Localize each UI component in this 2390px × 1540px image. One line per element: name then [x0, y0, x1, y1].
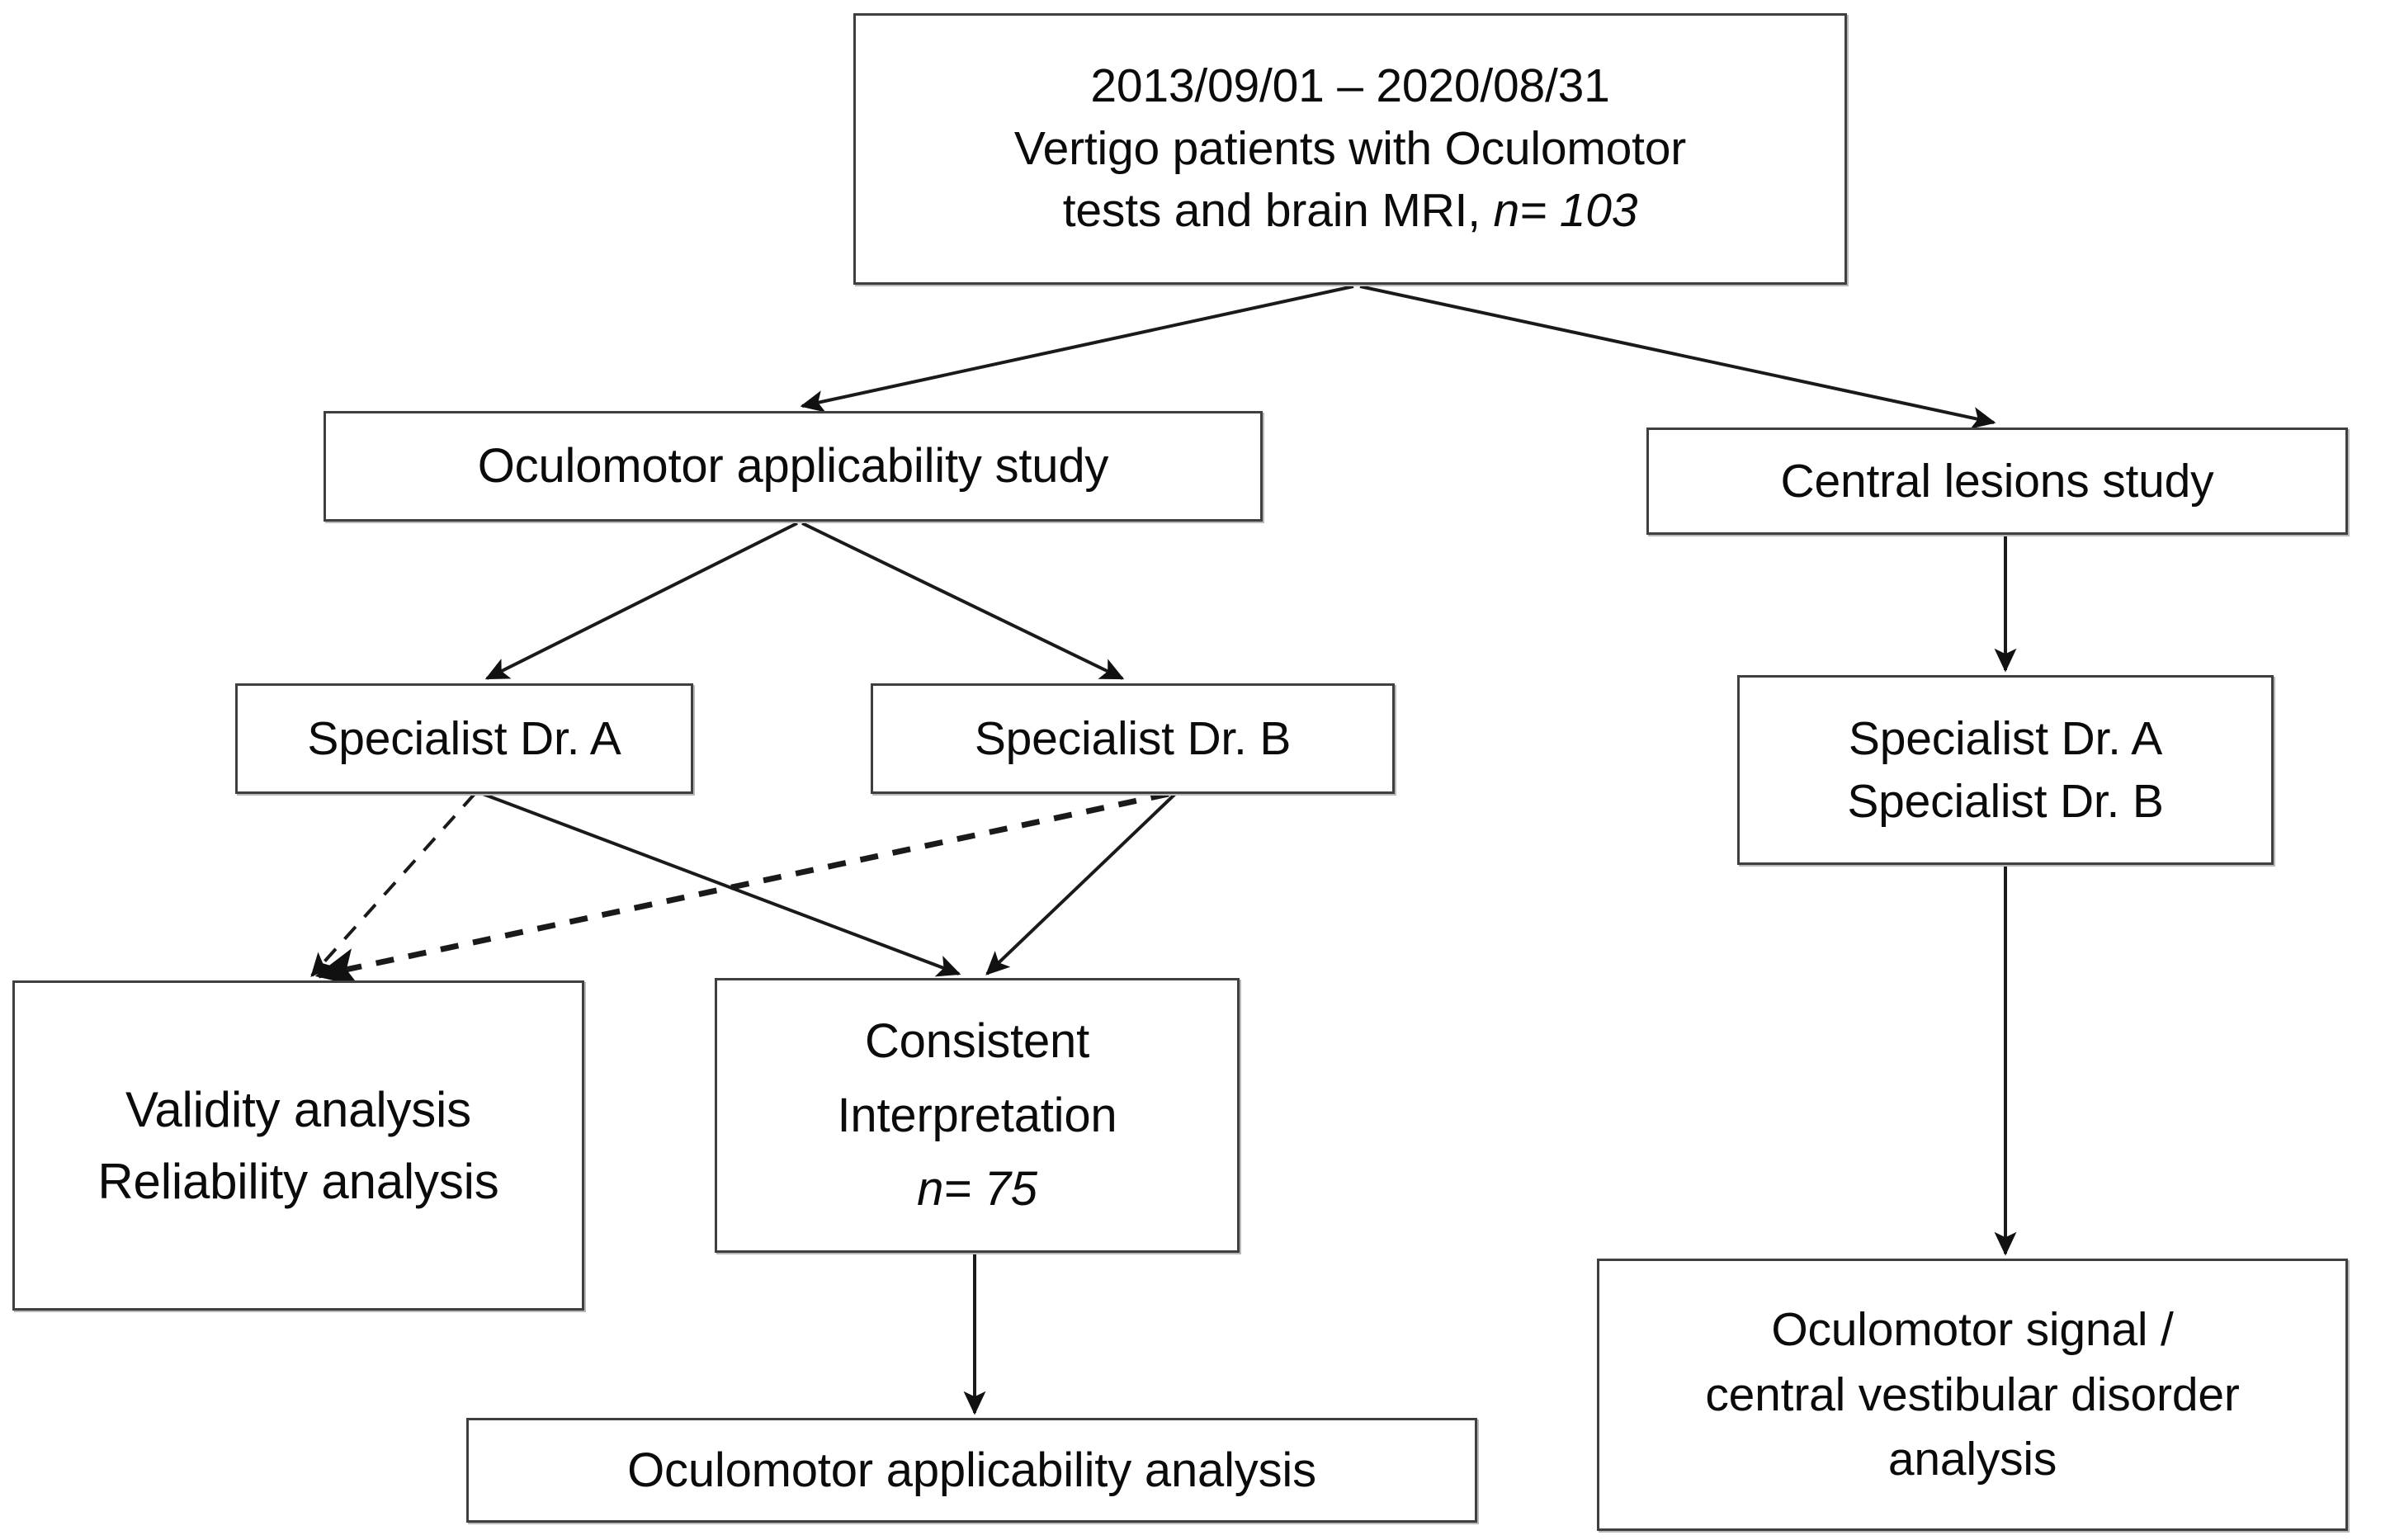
node-oculomotor-applicability-study[interactable]: Oculomotor applicability study	[324, 411, 1263, 522]
node-specialists-right[interactable]: Specialist Dr. A Specialist Dr. B	[1737, 675, 2274, 865]
edge-specialist-b-to-validity	[314, 791, 1169, 987]
cohort-line-1: 2013/09/01 – 2020/08/31	[1090, 59, 1610, 112]
consistent-line-2: Interpretation	[837, 1088, 1117, 1142]
edge-cohort-to-central-study	[1359, 285, 1996, 429]
validity-line-1: Validity analysis	[125, 1082, 471, 1137]
cohort-line-2: Vertigo patients with Oculomotor	[1013, 121, 1687, 175]
cohort-line-3-plain: tests and brain MRI,	[1062, 184, 1494, 238]
specialists-right-line-2: Specialist Dr. B	[1847, 775, 2164, 828]
node-specialist-dr-a-left[interactable]: Specialist Dr. A	[235, 683, 693, 794]
oculomotor-study-label: Oculomotor applicability study	[477, 439, 1109, 494]
validity-line-2: Reliability analysis	[97, 1154, 499, 1209]
signal-analysis-line-1: Oculomotor signal /	[1771, 1303, 2174, 1357]
edge-oculomotor-study-to-specialist-b	[801, 522, 1125, 680]
edge-cohort-to-oculomotor-study	[800, 285, 1354, 413]
node-central-lesions-study[interactable]: Central lesions study	[1646, 428, 2348, 535]
node-signal-vestibular-analysis[interactable]: Oculomotor signal / central vestibular di…	[1597, 1259, 2348, 1531]
consistent-line-1: Consistent	[864, 1013, 1090, 1068]
specialist-a-left-label: Specialist Dr. A	[307, 711, 621, 765]
cohort-line-3-n: n= 103	[1493, 184, 1638, 238]
specialist-b-left-label: Specialist Dr. B	[974, 711, 1292, 765]
edge-specialist-a-to-validity	[310, 792, 476, 977]
specialists-right-text: Specialist Dr. A Specialist Dr. B	[1740, 707, 2271, 834]
signal-analysis-text: Oculomotor signal / central vestibular di…	[1599, 1297, 2345, 1492]
node-specialist-dr-b-left[interactable]: Specialist Dr. B	[871, 683, 1395, 794]
node-oculomotor-applicability-analysis[interactable]: Oculomotor applicability analysis	[466, 1418, 1477, 1523]
oculomotor-analysis-label: Oculomotor applicability analysis	[627, 1443, 1316, 1497]
central-study-label: Central lesions study	[1780, 454, 2214, 508]
consistent-line-3-n: n= 75	[917, 1162, 1037, 1216]
edge-oculomotor-study-to-specialist-a	[484, 522, 798, 680]
specialists-right-line-1: Specialist Dr. A	[1848, 711, 2163, 765]
edge-specialist-a-to-consistent	[482, 792, 961, 977]
signal-analysis-line-3: analysis	[1887, 1433, 2057, 1486]
edge-specialist-b-to-consistent	[985, 792, 1177, 975]
signal-analysis-line-2: central vestibular disorder	[1705, 1368, 2240, 1421]
